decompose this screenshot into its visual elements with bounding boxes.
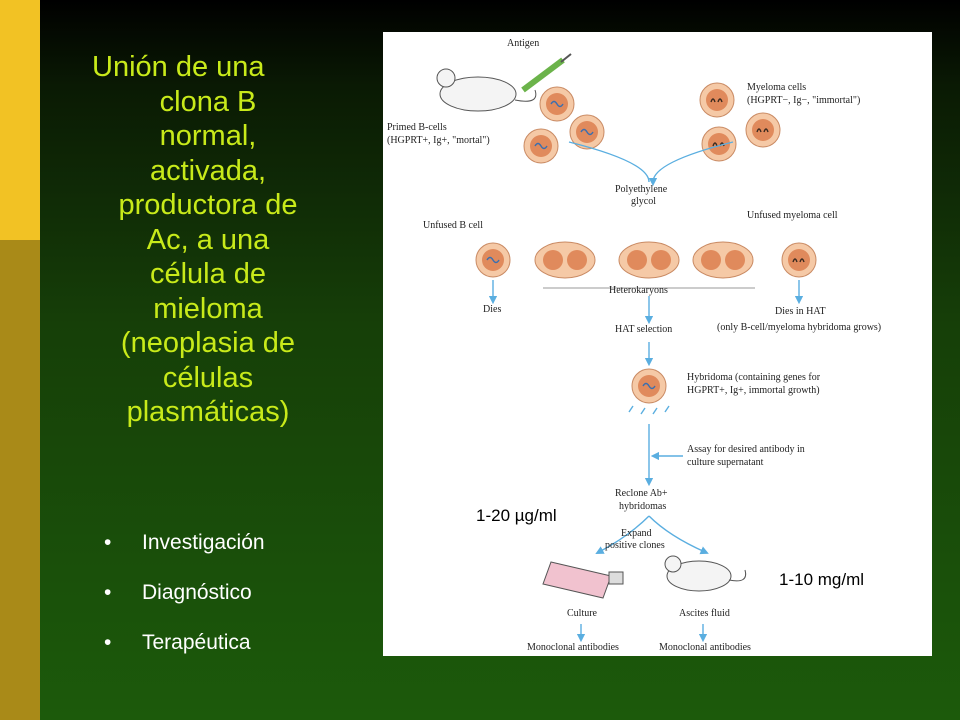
label-hat-selection: HAT selection (615, 324, 672, 335)
label-culture: Culture (567, 608, 598, 619)
heterokaryon-icon (534, 241, 596, 279)
title-line: productora de (118, 189, 298, 221)
title-line: clona B (159, 85, 257, 118)
label-primed-1: Primed B-cells (387, 122, 447, 133)
hybridoma-cell-icon (631, 368, 667, 404)
title-line: plasmáticas) (126, 396, 290, 428)
label-heterokaryons: Heterokaryons (609, 285, 668, 296)
bullet-glyph: • (104, 581, 112, 604)
b-cell-icon (523, 128, 559, 164)
bullet-text: Terapéutica (142, 631, 251, 654)
label-assay-1: Assay for desired antibody in (687, 444, 805, 455)
label-myeloma-2: (HGPRT−, Ig−, "immortal") (747, 95, 860, 106)
concentration-culture: 1-20 µg/ml (476, 506, 557, 525)
label-only-grows: (only B-cell/myeloma hybridoma grows) (717, 322, 881, 333)
label-unfused-b: Unfused B cell (423, 220, 483, 231)
accent-bar-top (0, 0, 40, 240)
unfused-myeloma-icon (781, 242, 817, 278)
title-line: Ac, a una (146, 223, 270, 256)
bullet-list: • Investigación • Diagnóstico • Terapéutica (104, 520, 265, 670)
label-antigen: Antigen (507, 38, 539, 49)
mouse-icon (664, 555, 747, 592)
myeloma-cell-icon (699, 82, 735, 118)
title-line: mieloma (153, 292, 263, 325)
bullet-glyph: • (104, 631, 112, 654)
label-expand-1: Expand (621, 528, 652, 539)
label-assay-2: culture supernatant (687, 457, 764, 468)
title-line: Unión de una (92, 51, 265, 83)
label-primed-2: (HGPRT+, Ig+, "mortal") (387, 135, 490, 146)
label-hybridoma-2: HGPRT+, Ig+, immortal growth) (687, 385, 820, 396)
antibody-icons (628, 405, 670, 415)
label-peg-2: glycol (631, 196, 656, 207)
heterokaryon-icon (618, 241, 680, 279)
title-line: células (162, 361, 254, 394)
label-reclone-2: hybridomas (619, 501, 666, 512)
bullet-item: • Diagnóstico (104, 570, 265, 620)
hybridoma-diagram: Antigen Primed B-cells (HGPRT+, Ig+, "mo… (383, 32, 932, 656)
bullet-glyph: • (104, 531, 112, 554)
label-mono-right: Monoclonal antibodies (659, 642, 751, 653)
bullet-item: • Terapéutica (104, 620, 265, 670)
concentration-ascites: 1-10 mg/ml (779, 570, 865, 589)
bullet-item: • Investigación (104, 520, 265, 570)
diagram-canvas: Antigen Primed B-cells (HGPRT+, Ig+, "mo… (387, 38, 881, 653)
unfused-b-cell-icon (475, 242, 511, 278)
culture-flask-icon (542, 561, 624, 599)
bullet-text: Diagnóstico (142, 581, 252, 604)
slide-title: Unión de una clona B normal, activada, p… (86, 50, 330, 430)
label-ascites: Ascites fluid (679, 608, 730, 619)
label-dies: Dies (483, 304, 501, 315)
title-line: activada, (149, 154, 267, 187)
title-line: (neoplasia de (120, 327, 296, 359)
label-expand-2: positive clones (605, 540, 665, 551)
title-line: célula de (149, 258, 267, 290)
syringe-icon (521, 53, 572, 93)
mouse-icon (436, 68, 537, 112)
label-unfused-myeloma: Unfused myeloma cell (747, 210, 838, 221)
label-dies-hat: Dies in HAT (775, 306, 826, 317)
label-hybridoma-1: Hybridoma (containing genes for (687, 372, 821, 383)
bullet-text: Investigación (142, 531, 265, 554)
myeloma-cell-icon (745, 112, 781, 148)
myeloma-cell-icon (701, 126, 737, 162)
heterokaryon-icon (692, 241, 754, 279)
label-reclone-1: Reclone Ab+ (615, 488, 668, 499)
label-mono-left: Monoclonal antibodies (527, 642, 619, 653)
title-line: normal, (159, 120, 257, 152)
label-myeloma-1: Myeloma cells (747, 82, 806, 93)
accent-bar-bottom (0, 240, 40, 720)
b-cell-icon (539, 86, 575, 122)
label-peg-1: Polyethylene (615, 184, 668, 195)
